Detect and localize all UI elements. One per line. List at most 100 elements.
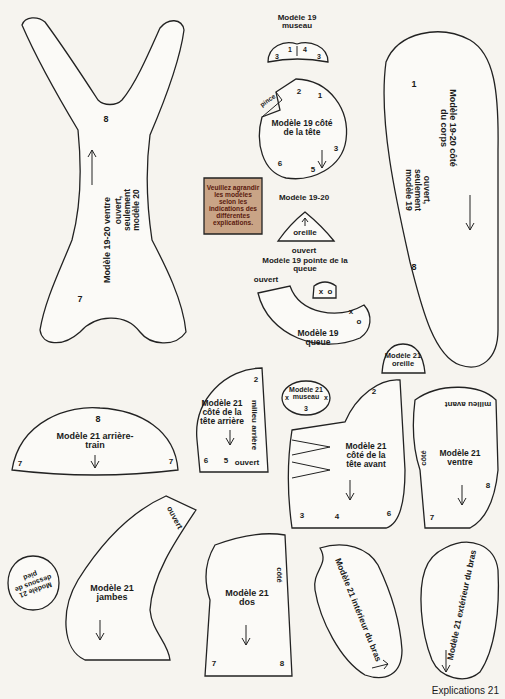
pattern-piece: 2Modèle 21 côté de la tête avant 3 4 6	[284, 374, 408, 534]
piece-label: o	[328, 288, 333, 296]
piece-label: x	[285, 394, 289, 401]
outline-path	[259, 79, 346, 179]
piece-label: 7	[212, 660, 216, 668]
piece-label: Modèle 19-20	[279, 194, 329, 202]
piece-label: côté	[275, 567, 283, 582]
piece-label: Modèle 21 côté de la tête arrière	[197, 399, 247, 426]
piece-label: Modèle 21 dos	[222, 589, 272, 608]
pattern-piece: pince21Modèle 19 côté de la tête356	[250, 72, 352, 184]
outline-path	[382, 344, 425, 373]
piece-outline	[10, 12, 195, 352]
piece-label: Modèle 19-20 côté du corps	[439, 83, 458, 173]
outline-path	[288, 380, 405, 528]
piece-label: 3	[300, 512, 304, 520]
piece-label: 7	[430, 514, 434, 522]
outline-path	[8, 556, 59, 610]
piece-label: Modèle 19 pointe de la queue	[259, 257, 351, 274]
piece-label: ouvert, seulement modèle 19	[405, 155, 432, 225]
piece-label: 8	[486, 482, 490, 490]
piece-label: 6	[204, 457, 208, 465]
piece-label: 6	[387, 510, 391, 518]
piece-label: Modèle 19-20 ventre	[103, 197, 112, 283]
piece-label: oreille	[293, 229, 317, 237]
outline-path	[278, 212, 334, 241]
outline-path	[413, 387, 498, 528]
outline-path	[268, 43, 328, 62]
grain-line	[292, 440, 354, 500]
piece-label: 5	[224, 457, 228, 465]
piece-label: Modèle 21 côté de la tête avant	[338, 442, 394, 469]
piece-label: 2	[297, 88, 301, 96]
piece-label: 3	[317, 53, 321, 60]
pattern-piece: Veuillez agrandir les modèles selon les …	[204, 178, 262, 234]
piece-label: ouvert	[254, 276, 278, 284]
piece-outline	[55, 490, 205, 665]
piece-label: Modèle 21 ventre	[435, 449, 485, 467]
piece-label: 3	[275, 53, 279, 60]
pattern-piece: milieu avantcôtéModèle 21 ventre87	[405, 378, 503, 536]
outline-path	[384, 32, 498, 367]
piece-label: 8	[280, 660, 284, 668]
outline-path	[313, 282, 336, 298]
piece-label: ouvert, seulement modèle 20	[114, 175, 141, 245]
outline-path	[12, 408, 178, 475]
outline-path	[421, 542, 498, 678]
piece-label: 8	[411, 263, 416, 272]
grain-line	[458, 485, 466, 505]
grain-line	[88, 150, 96, 185]
pattern-piece: Modèle 19-20oreilleouvert	[268, 188, 342, 258]
pattern-piece: Modèle 21 extérieur du bras	[418, 536, 502, 686]
pattern-piece: xxModèle 21 museau3	[280, 378, 334, 420]
piece-label: ouvert	[235, 459, 259, 467]
grain-line	[302, 218, 308, 226]
piece-label: 3	[334, 145, 338, 153]
piece-label: 8	[103, 115, 108, 124]
piece-label: Modèle 19 queue	[288, 329, 348, 347]
outline-path	[315, 545, 402, 678]
piece-label: Veuillez agrandir les modèles selon les …	[206, 185, 260, 227]
piece-label: 8	[95, 415, 100, 424]
outline-path	[205, 534, 292, 676]
grain-line	[91, 455, 99, 468]
pattern-piece: ouvert xoModèle 19 queue	[250, 272, 378, 360]
outline-path	[282, 381, 330, 415]
grain-line	[96, 620, 104, 640]
piece-label: Modèle 21 arrière-train	[55, 432, 135, 451]
grain-line	[466, 195, 474, 230]
pattern-piece: Modèle 19 museau1433	[258, 8, 336, 72]
piece-label: x	[319, 288, 323, 296]
piece-label: Modèle 19 côté de la tête	[271, 119, 333, 137]
piece-outline	[378, 22, 502, 374]
piece-label: 4	[335, 513, 339, 521]
outline-path	[66, 496, 196, 660]
piece-label: Modèle 21 jambes	[84, 584, 140, 603]
piece-label: 6	[278, 160, 282, 168]
pattern-piece: Modèle 21 intérieur du bras	[308, 536, 408, 684]
piece-label: milieu avant	[445, 400, 491, 408]
piece-label: Modèle 21 oreille	[384, 352, 422, 368]
pattern-piece: côtéModèle 21 dos 7 8	[198, 525, 298, 683]
piece-label: 2	[372, 388, 376, 396]
pattern-piece: 8Modèle 21 arrière-train 7 7	[8, 400, 183, 482]
piece-label: 7	[169, 458, 173, 466]
piece-label: 1	[411, 80, 416, 89]
grain-line	[226, 430, 234, 445]
piece-label: 4	[303, 46, 307, 53]
piece-label: 2	[254, 376, 258, 384]
pattern-piece: 1 ouvert, seulement modèle 19 Modèle 19-20…	[378, 22, 502, 374]
piece-label: Modèle 19 museau	[269, 14, 325, 31]
outline-path	[197, 368, 268, 472]
piece-label: x	[324, 394, 328, 401]
grain-line	[242, 625, 250, 645]
page-footer: Explications 21	[432, 685, 499, 696]
pattern-piece: Modèle 21 dessous de pied	[6, 553, 62, 613]
outline-path	[204, 178, 262, 234]
piece-label: 5	[311, 166, 315, 174]
pattern-piece: 2milieu arrièreModèle 21 côté de la tête…	[186, 362, 272, 478]
grain-line	[297, 46, 298, 56]
pattern-piece: Modèle 21 oreille	[378, 340, 430, 380]
outline-path	[22, 18, 186, 343]
piece-label: Modèle 21 museau	[289, 386, 323, 401]
piece-label: 7	[18, 460, 22, 468]
pattern-piece: 8Modèle 19-20 ventreouvert, seulement mo…	[10, 12, 195, 352]
